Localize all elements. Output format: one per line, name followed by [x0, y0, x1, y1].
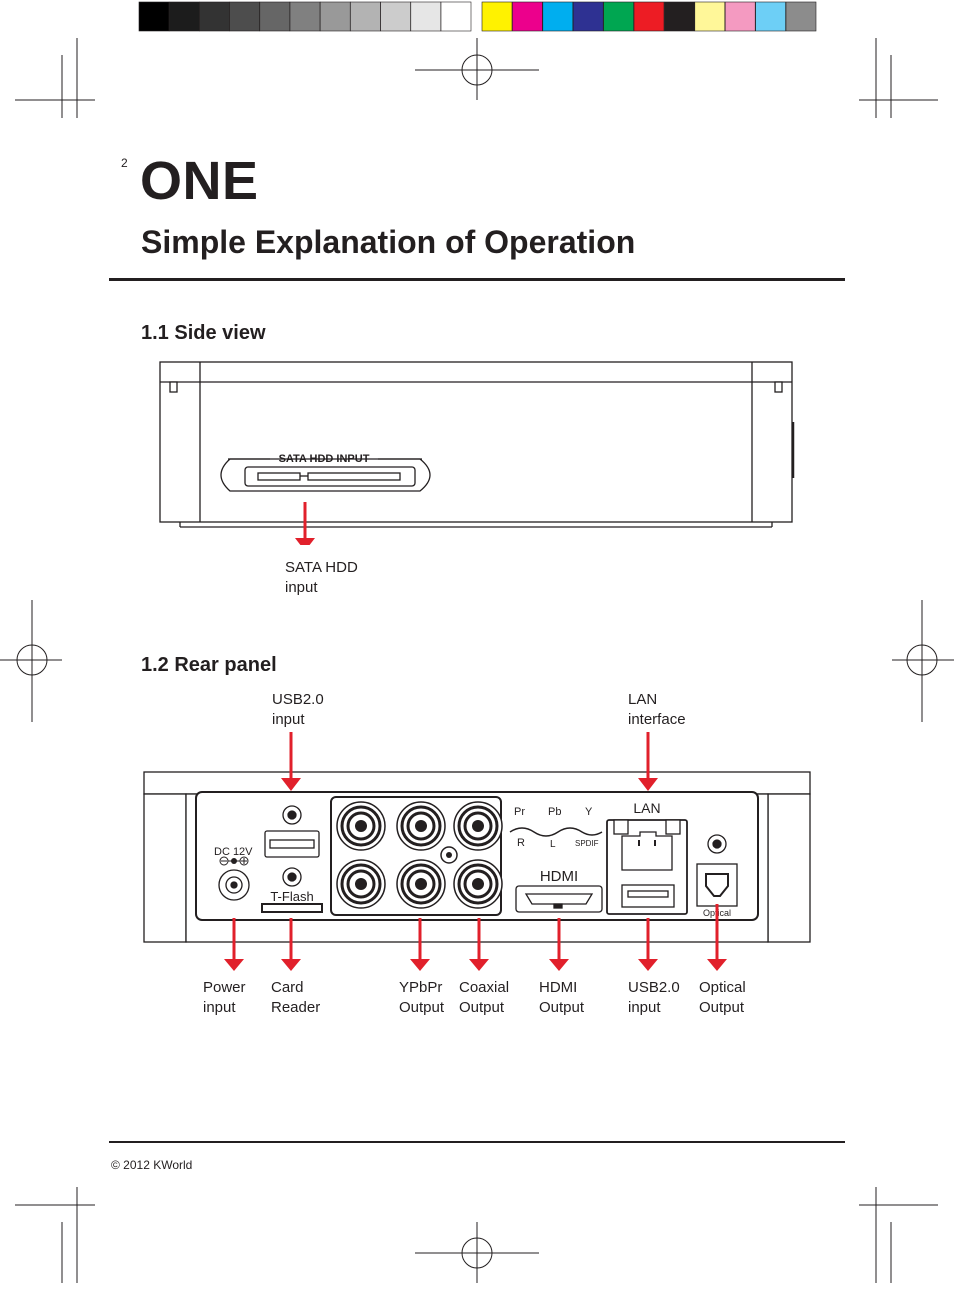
page-number: 2 [121, 156, 128, 170]
print-pr: Pr [514, 806, 525, 818]
color-swatch [319, 1, 351, 32]
print-spdif: SPDIF [575, 839, 599, 848]
print-hdmi: HDMI [540, 868, 578, 885]
section-heading-rear-panel: 1.2 Rear panel [141, 654, 277, 676]
callout-usb-top: USB2.0 input [272, 691, 324, 728]
print-r: R [517, 837, 525, 849]
callout-lan-interface: LAN interface [628, 691, 686, 728]
callout-hdmi-output: HDMI Output [539, 979, 585, 1016]
color-swatch [694, 1, 726, 32]
callout-arrowhead-card-reader [281, 959, 301, 971]
color-swatch [440, 1, 472, 32]
copyright: © 2012 KWorld [111, 1158, 193, 1172]
color-swatch [380, 1, 411, 32]
print-tflash: T-Flash [270, 889, 313, 904]
chapter-title: ONE [140, 151, 259, 211]
color-swatch [481, 1, 513, 32]
callout-arrowhead-usb-rear-input [638, 959, 658, 971]
color-swatch [512, 1, 543, 32]
callout-arrowhead-ypbpr-output [410, 959, 430, 971]
color-swatch [664, 1, 695, 32]
rear-panel-diagram: DC 12V T-Flash Pr Pb Y R L SPDIF HDMI LA… [143, 732, 811, 971]
footer-divider [109, 1141, 845, 1143]
callout-arrowhead-coaxial-output [469, 959, 489, 971]
callout-ypbpr-output: YPbPr Output [399, 979, 445, 1016]
callout-arrowhead-hdmi-output [549, 959, 569, 971]
sata-port-print: SATA HDD INPUT [279, 453, 370, 465]
color-swatch [350, 1, 381, 32]
callout-arrowhead-optical-output [707, 959, 727, 971]
color-swatch [755, 1, 786, 32]
color-swatch [633, 1, 665, 32]
print-lan: LAN [633, 800, 660, 816]
callout-sata-hdd-input: SATA HDD input [285, 559, 358, 596]
color-swatch [199, 1, 230, 32]
color-swatch [259, 1, 291, 32]
color-swatch [168, 1, 200, 32]
callout-optical-output: Optical Output [699, 979, 746, 1016]
color-swatch [410, 1, 442, 32]
callout-arrowhead-power-input [224, 959, 244, 971]
callout-card-reader: Card Reader [271, 979, 321, 1016]
color-swatch [542, 1, 574, 32]
callout-coaxial-output: Coaxial Output [459, 979, 510, 1016]
color-swatch [785, 1, 817, 32]
callout-usb-rear-input: USB2.0 input [628, 979, 680, 1016]
print-dc-12v: DC 12V [214, 846, 253, 858]
print-y: Y [585, 806, 593, 818]
print-pb: Pb [548, 806, 561, 818]
color-swatch [724, 1, 756, 32]
print-l: L [550, 839, 556, 850]
print-color-bar [138, 1, 817, 32]
section-heading-side-view: 1.1 Side view [141, 322, 266, 344]
callout-power-input: Power input [203, 979, 246, 1016]
color-swatch [572, 1, 604, 32]
color-swatch [603, 1, 634, 32]
color-swatch [138, 1, 170, 32]
color-swatch [289, 1, 321, 32]
side-view-diagram: SATA HDD INPUT [159, 361, 795, 545]
heading-divider [109, 278, 845, 281]
chapter-subtitle: Simple Explanation of Operation [141, 224, 636, 260]
